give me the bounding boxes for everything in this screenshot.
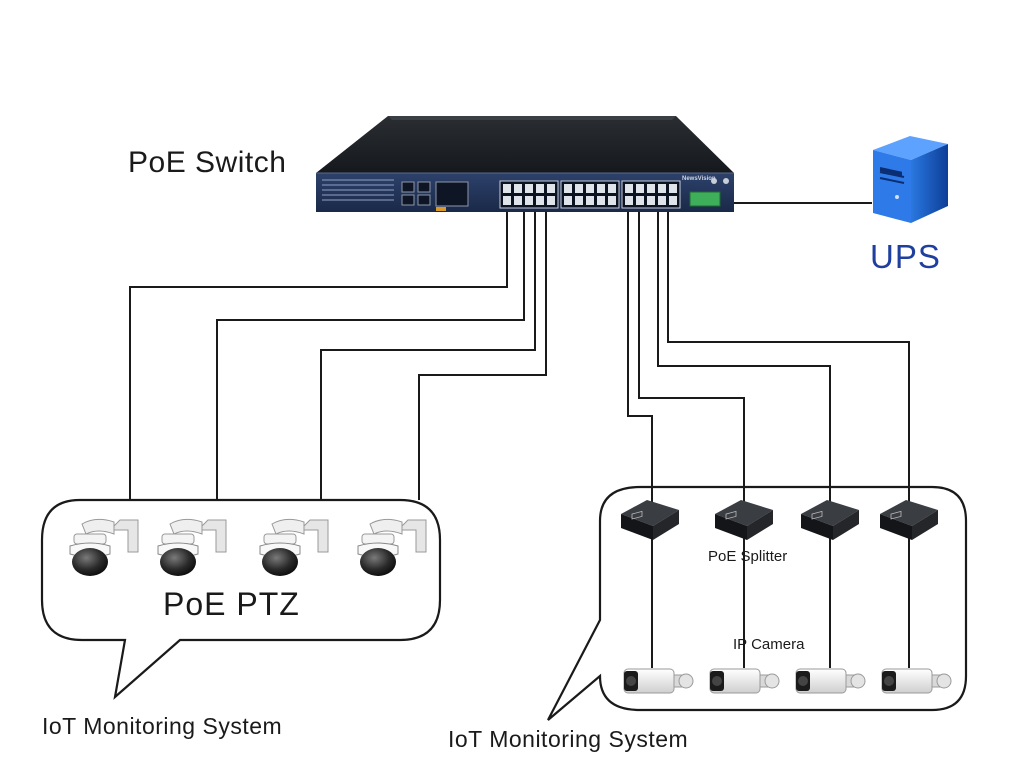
switch-power-terminal [689,191,721,207]
edge-switch-splitter-4 [667,212,910,503]
switch-rj45-block-3 [621,180,681,209]
edge-switch-ptz-4 [418,212,547,500]
ptz-camera-4 [357,518,427,576]
edge-switch-ptz-2 [216,212,525,500]
edge-switch-ptz-1 [129,212,508,500]
poe-splitter-1 [621,500,679,540]
edge-switch-ptz-3 [320,212,536,500]
switch-top-highlight [388,116,676,120]
ups-front [873,150,911,223]
ip-camera-1 [623,668,694,694]
iot-monitoring-system-label-left: IoT Monitoring System [42,713,283,739]
ptz-camera-2 [157,518,227,576]
ip-camera-3 [795,668,866,694]
wires [129,202,910,668]
ups-side [911,144,948,223]
switch-console-port [436,207,446,211]
poe-splitter-2 [715,500,773,540]
switch-rj45-block-2 [560,180,620,209]
ups-top [873,136,948,160]
ups-server-icon [873,136,948,223]
ups-label: UPS [870,238,941,275]
iot-monitoring-system-label-right: IoT Monitoring System [448,726,689,752]
callout-bubble-ipcam [547,485,968,721]
ups-drive-bay [880,167,902,176]
switch-top-panel [316,116,734,173]
ip-camera-4 [881,668,952,694]
poe-splitter-4 [880,500,938,540]
edge-switch-splitter-3 [657,212,831,503]
poe-switch [316,116,734,212]
ip-camera-label: IP Camera [733,636,805,653]
switch-uplink-block [435,181,469,207]
switch-power-button [711,178,717,184]
switch-reset-button [723,178,729,184]
switch-sfp-ports [401,181,431,206]
switch-brand-label: NewsVision [682,176,716,182]
poe-ptz-label: PoE PTZ [163,586,300,622]
callout-bubble-ptz [40,498,442,700]
switch-rj45-block-1 [499,180,559,209]
poe-splitter-3 [801,500,859,540]
ptz-camera-3 [259,518,329,576]
ip-camera-2 [709,668,780,694]
edge-switch-splitter-2 [638,212,745,503]
poe-splitter-label: PoE Splitter [708,548,788,565]
edge-switch-splitter-1 [627,212,653,503]
switch-status-leds [322,179,394,201]
poe-switch-label: PoE Switch [128,146,287,179]
ptz-camera-1 [69,518,139,576]
